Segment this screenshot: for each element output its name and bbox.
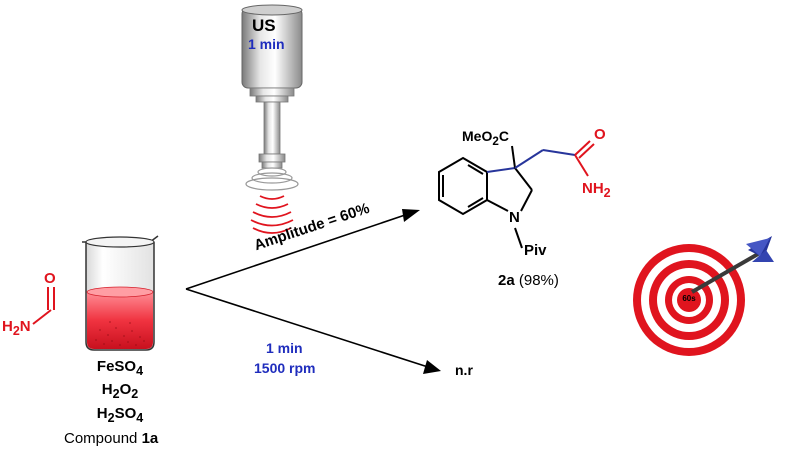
compound-prefix: Compound xyxy=(64,430,142,447)
target-time-label: 60s xyxy=(682,294,696,303)
reagent-h2so4: H2SO4 xyxy=(96,405,144,425)
probe-label: US xyxy=(252,16,276,35)
reagent-h2o2: H2O2 xyxy=(101,381,139,401)
product-amide-nh2: NH2 xyxy=(582,180,611,200)
compound-number: 1a xyxy=(141,430,159,447)
target-icon xyxy=(633,244,745,356)
dart-arrow-icon xyxy=(691,236,774,294)
product-yield: (98%) xyxy=(514,272,559,289)
formamide-amine: H2N xyxy=(2,318,31,338)
reagent-feso4: FeSO4 xyxy=(96,358,144,378)
reagent-compound-1a: Compound 1a xyxy=(64,430,184,447)
product-ester-label: MeO2C xyxy=(462,128,509,148)
product-ring-n: N xyxy=(509,209,520,226)
product-2a-structure xyxy=(438,140,595,249)
formamide-structure xyxy=(32,287,55,325)
lower-arrow-speed: 1500 rpm xyxy=(254,360,316,376)
probe-time: 1 min xyxy=(248,36,285,52)
beaker-icon xyxy=(82,235,159,351)
product-amide-oxygen: O xyxy=(594,126,606,143)
ultrasound-probe-icon xyxy=(241,4,303,191)
product-yield-caption: 2a (98%) xyxy=(498,272,559,289)
product-compound-number: 2a xyxy=(498,272,515,289)
sound-waves-icon xyxy=(250,195,294,234)
reaction-arrows xyxy=(185,209,441,374)
lower-arrow-time: 1 min xyxy=(266,340,303,356)
product-piv-label: Piv xyxy=(524,242,547,259)
formamide-amine-label: H2N xyxy=(2,318,31,338)
formamide-oxygen: O xyxy=(44,270,56,287)
no-reaction-label: n.r xyxy=(455,362,473,378)
